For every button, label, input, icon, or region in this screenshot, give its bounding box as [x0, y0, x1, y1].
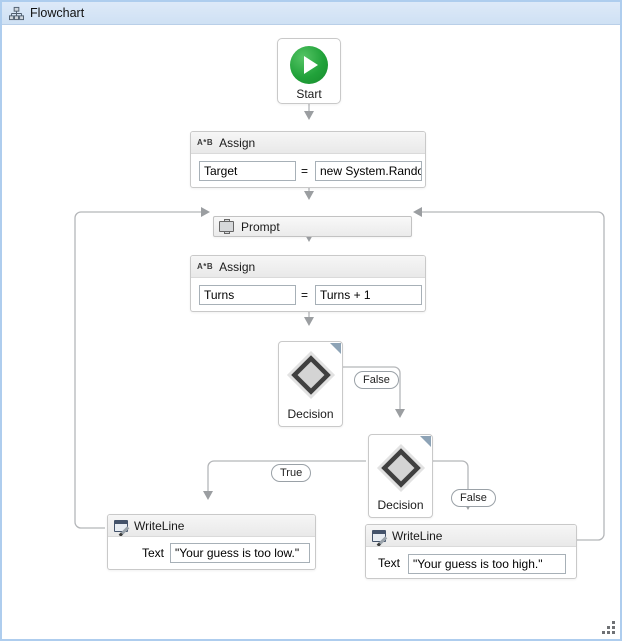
play-icon [304, 56, 318, 74]
assign-header: A*B Assign [191, 256, 425, 278]
writeline-node-low[interactable]: WriteLine Text "Your guess is too low." [107, 514, 316, 570]
start-icon [290, 46, 328, 84]
writeline-node-high[interactable]: WriteLine Text "Your guess is too high." [365, 524, 577, 579]
assign-value-textbox[interactable]: Turns + 1 [315, 285, 422, 305]
text-value-textbox[interactable]: "Your guess is too low." [170, 543, 310, 563]
decision-label: Decision [377, 498, 424, 512]
assign-node-target[interactable]: A*B Assign Target = new System.Random [190, 131, 426, 188]
connector-loop-right [422, 211, 605, 541]
assign-value-textbox[interactable]: new System.Random [315, 161, 422, 181]
assign-title: Assign [219, 259, 256, 274]
assign-icon: A*B [197, 262, 214, 271]
decision-node-2[interactable]: Decision [368, 434, 433, 518]
decision-node-1[interactable]: Decision [278, 341, 343, 427]
collapse-corner-icon [330, 343, 341, 354]
assign-icon: A*B [197, 138, 214, 147]
text-value-textbox[interactable]: "Your guess is too high." [408, 554, 566, 574]
text-field-label: Text [142, 546, 165, 560]
connector-label-true[interactable]: True [271, 464, 312, 482]
writeline-title: WriteLine [134, 518, 185, 533]
flowchart-titlebar[interactable]: Flowchart [2, 2, 620, 25]
prompt-node[interactable]: Prompt [213, 216, 412, 237]
equals-sign: = [301, 288, 309, 302]
assign-header: A*B Assign [191, 132, 425, 154]
resize-grip[interactable] [602, 621, 616, 635]
prompt-activity-icon [219, 219, 234, 234]
connector-label-false[interactable]: False [451, 489, 496, 507]
writeline-icon [372, 529, 386, 542]
assign-to-textbox[interactable]: Turns [199, 285, 296, 305]
writeline-title: WriteLine [392, 528, 443, 543]
writeline-header: WriteLine [366, 525, 576, 547]
connector-loop-left [74, 211, 201, 529]
resize-grip-dots [602, 621, 605, 624]
writeline-icon [114, 519, 128, 532]
collapse-corner-icon [420, 436, 431, 447]
flowchart-title: Flowchart [30, 6, 85, 20]
start-node[interactable]: Start [277, 38, 341, 104]
flowchart-icon [9, 6, 24, 21]
assign-node-turns[interactable]: A*B Assign Turns = Turns + 1 [190, 255, 426, 312]
prompt-title: Prompt [241, 219, 280, 234]
equals-sign: = [301, 164, 309, 178]
writeline-header: WriteLine [108, 515, 315, 537]
decision-label: Decision [287, 407, 334, 421]
text-field-label: Text [378, 556, 401, 570]
connector-label-false[interactable]: False [354, 371, 399, 389]
assign-title: Assign [219, 135, 256, 150]
start-label: Start [296, 87, 322, 101]
assign-to-textbox[interactable]: Target [199, 161, 296, 181]
